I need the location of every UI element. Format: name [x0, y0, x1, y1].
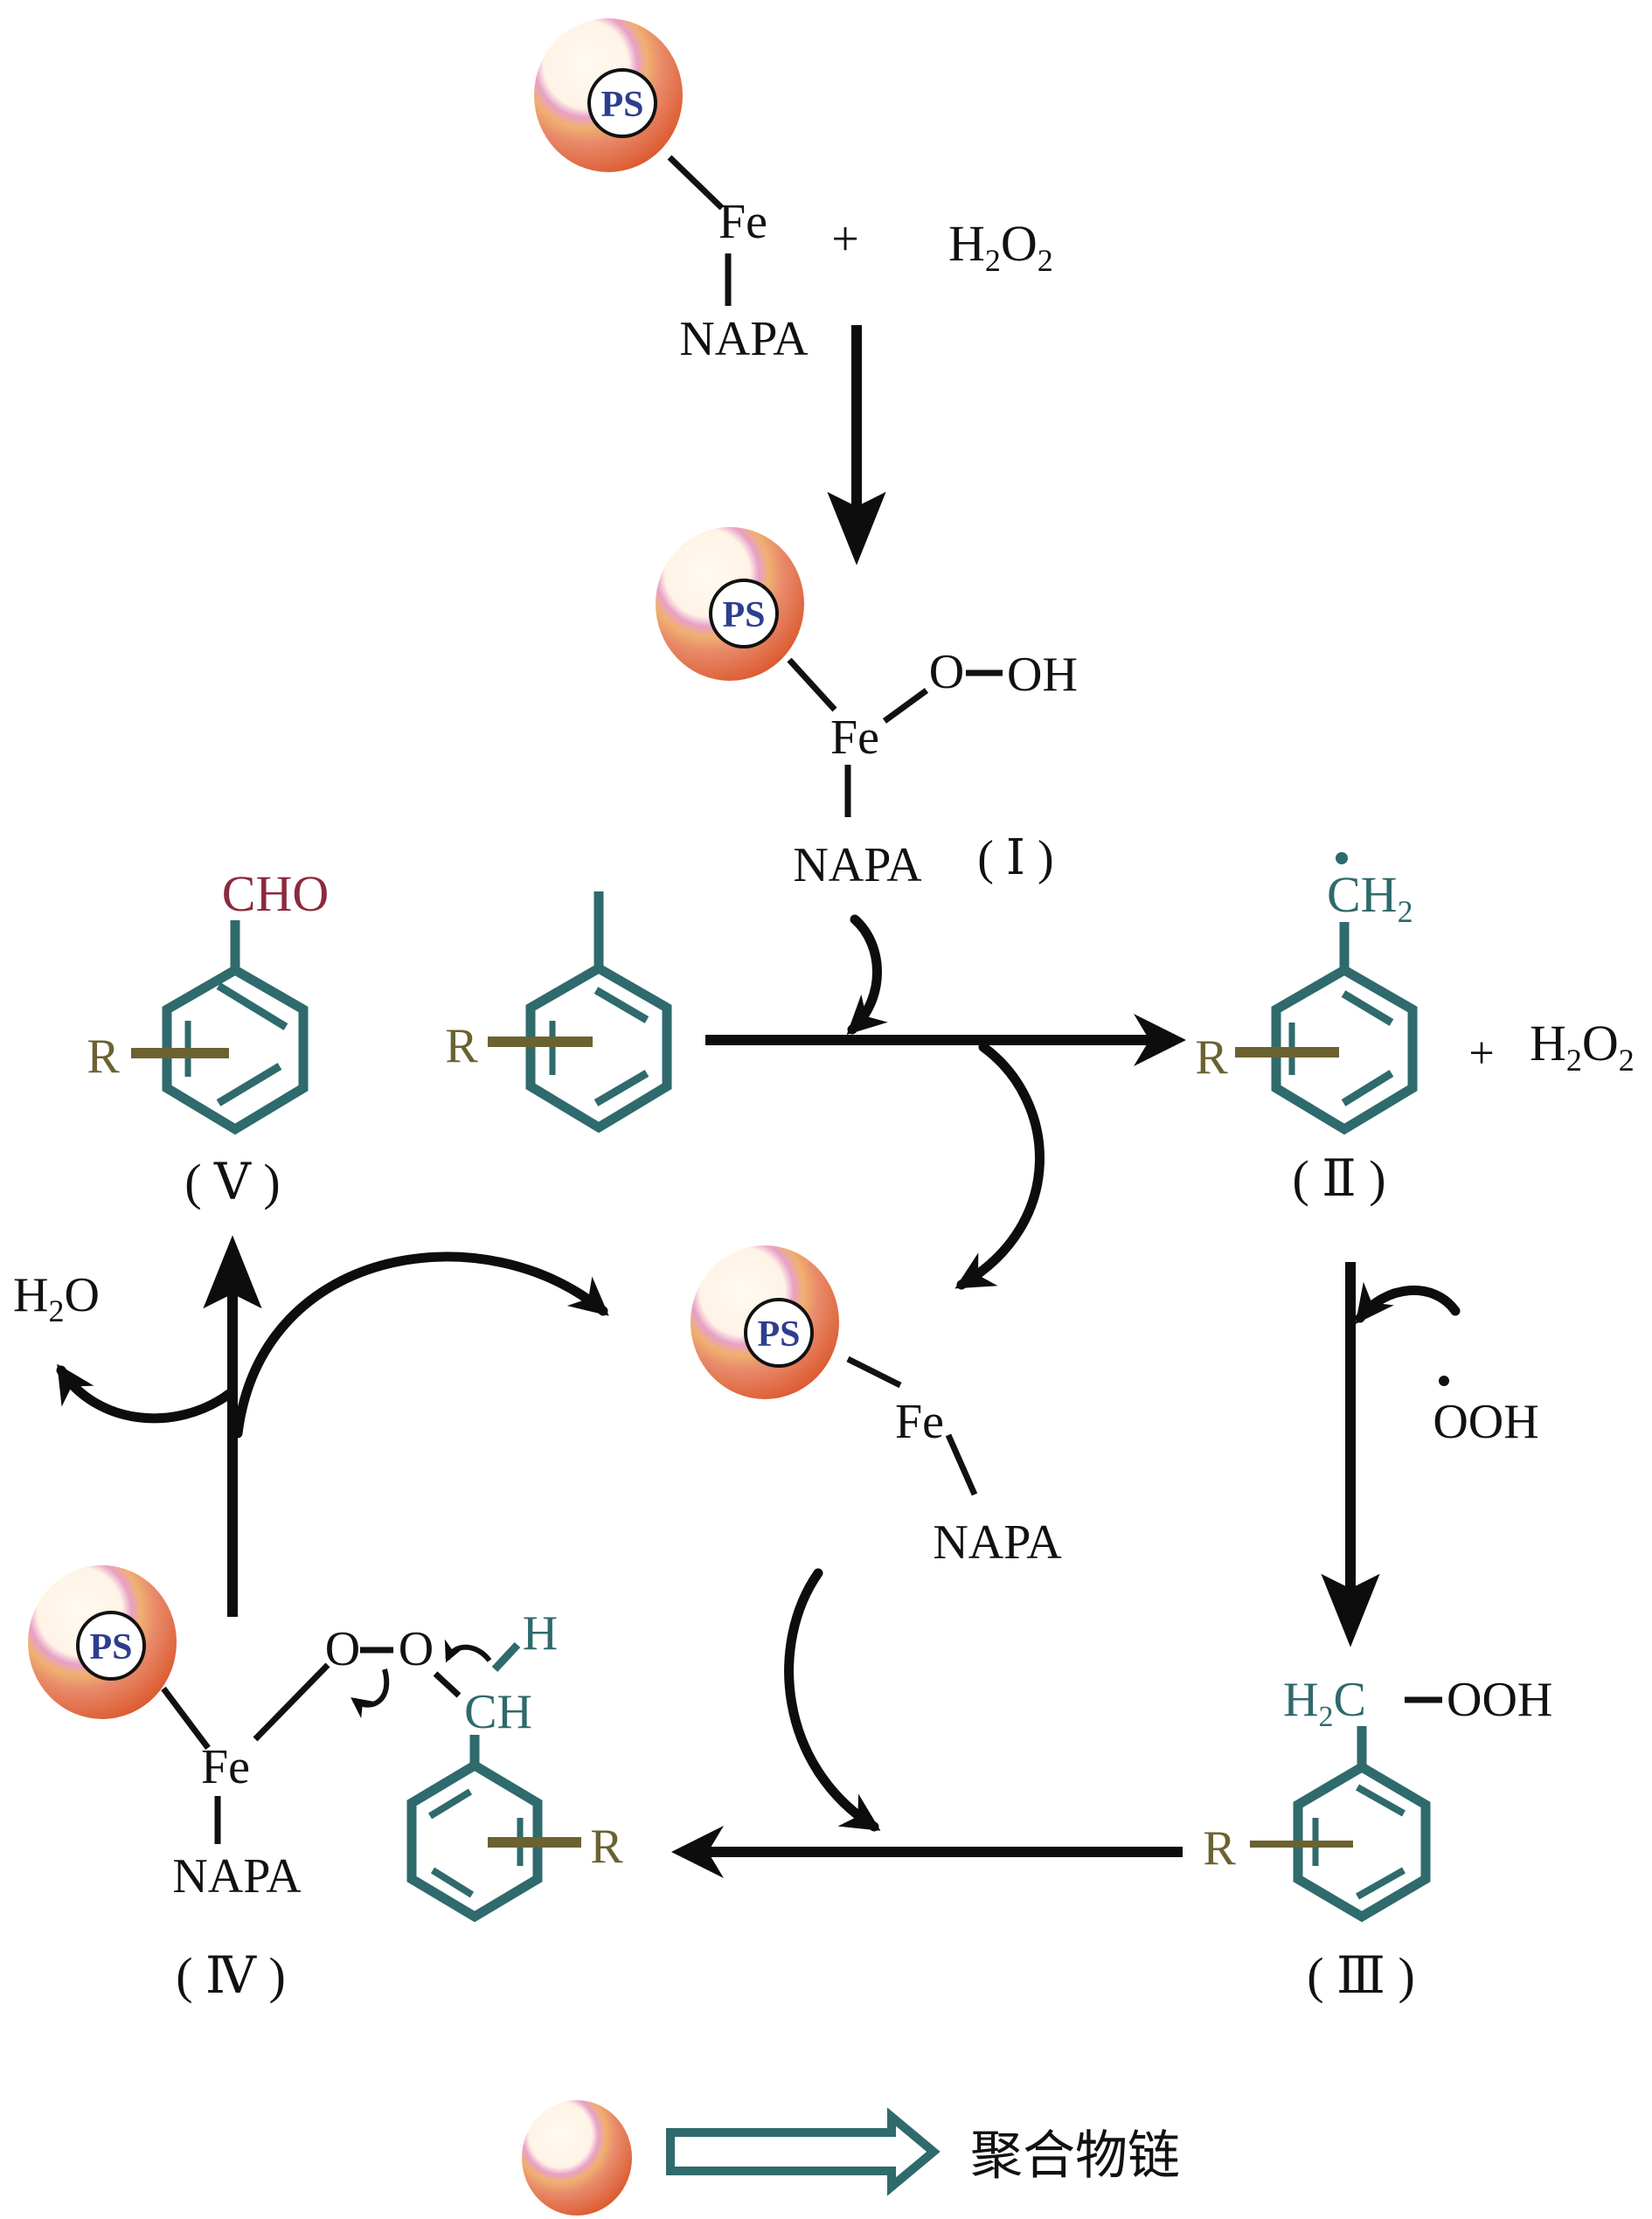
compound-label: ( Ⅳ )	[176, 1947, 286, 2004]
compound-label: ( Ⅲ )	[1307, 1947, 1415, 2004]
intermediate-1: PS Fe O OH NAPA ( Ⅰ )	[656, 527, 1078, 892]
plus-sign: +	[831, 212, 859, 267]
r-label: R	[1195, 1030, 1228, 1085]
ps-label: PS	[757, 1314, 800, 1355]
bond	[253, 1662, 330, 1742]
legend-text: 聚合物链	[970, 2125, 1180, 2187]
o-label: O	[929, 645, 964, 699]
double-bond	[593, 1070, 649, 1106]
napa-label: NAPA	[933, 1515, 1062, 1570]
bond	[787, 657, 837, 712]
ps-badge	[709, 579, 779, 648]
bond	[161, 1686, 211, 1751]
r-label: R	[445, 1019, 478, 1073]
r-label: R	[87, 1030, 120, 1084]
double-bond	[1356, 1867, 1406, 1900]
fe-label: Fe	[895, 1395, 944, 1449]
double-bond	[593, 987, 649, 1023]
h2o-label: H2O	[13, 1268, 100, 1328]
h2o2-reagent: H2O2	[948, 215, 1053, 278]
curved-arrow-radical	[1355, 1281, 1461, 1324]
ps-badge	[587, 68, 657, 138]
ch2-label: CH2	[1327, 866, 1413, 929]
ps-badge	[76, 1611, 146, 1681]
bond	[882, 688, 929, 724]
benzene-ring	[525, 962, 672, 1134]
cho-label: CHO	[222, 865, 329, 922]
curved-arrow-electron	[444, 1639, 492, 1663]
product-5: CHO R ( Ⅴ )	[87, 865, 329, 1210]
oh-label: OH	[1007, 648, 1078, 702]
double-bond	[430, 1867, 475, 1898]
catalyst-start: PS Fe NAPA	[534, 18, 809, 366]
r-label: R	[1203, 1821, 1236, 1876]
ch-label: CH	[464, 1685, 532, 1739]
bond	[846, 1356, 902, 1389]
o1-label: O	[325, 1622, 360, 1676]
double-bond	[216, 1063, 282, 1106]
ooh-radical: OOH	[1433, 1395, 1538, 1449]
legend-sphere	[522, 2100, 632, 2216]
ooh-label: OOH	[1447, 1673, 1552, 1727]
ps-label: PS	[722, 595, 765, 635]
curved-arrow-catalyst-in	[784, 1568, 881, 1832]
double-bond	[1341, 1070, 1394, 1106]
fe-label: Fe	[201, 1740, 250, 1794]
intermediate-4: PS Fe O O H CH R NAPA ( Ⅳ )	[28, 1565, 623, 2004]
curved-arrow-out	[954, 1042, 1045, 1290]
napa-label: NAPA	[172, 1849, 302, 1903]
curved-arrow-water	[56, 1363, 234, 1424]
fe-label: Fe	[830, 711, 879, 765]
bond	[945, 1433, 978, 1496]
legend: 聚合物链	[522, 2100, 1180, 2216]
double-bond	[1356, 1784, 1406, 1817]
curved-arrow-in	[846, 914, 888, 1036]
plus-sign: +	[1468, 1029, 1494, 1078]
r-label: R	[590, 1820, 623, 1874]
compound-label: ( Ⅴ )	[184, 1154, 281, 1210]
intermediate-2: CH2 R + H2O2 ( Ⅱ )	[1195, 852, 1635, 1207]
double-bond	[216, 982, 288, 1030]
legend-arrow-icon	[666, 2107, 941, 2196]
h2c-label: H2C	[1283, 1673, 1366, 1733]
h2o2-product: H2O2	[1530, 1015, 1635, 1078]
ps-label: PS	[89, 1627, 132, 1668]
compound-label: ( Ⅰ )	[977, 831, 1053, 885]
benzene-ring	[162, 964, 309, 1135]
catalyst-center: PS Fe NAPA	[691, 1245, 1062, 1570]
radical-dot	[1336, 852, 1348, 864]
double-bond	[1341, 990, 1394, 1026]
ps-label: PS	[600, 85, 643, 125]
curved-arrow-electron	[351, 1668, 390, 1719]
h-label: H	[523, 1606, 558, 1661]
bond	[667, 155, 725, 211]
o2-label: O	[399, 1622, 434, 1676]
curved-arrow-regenerate	[233, 1252, 609, 1439]
bond	[433, 1671, 462, 1698]
substrate-toluene: R	[445, 891, 672, 1134]
double-bond	[427, 1788, 473, 1820]
intermediate-3: H2C OOH R ( Ⅲ )	[1203, 1673, 1552, 2004]
benzene-ring	[406, 1759, 543, 1923]
benzene-ring	[1271, 964, 1418, 1135]
benzene-ring	[1293, 1761, 1431, 1923]
compound-label: ( Ⅱ )	[1292, 1150, 1385, 1207]
napa-label: NAPA	[679, 312, 809, 366]
bond	[491, 1641, 521, 1673]
ps-badge	[744, 1298, 814, 1368]
napa-label: NAPA	[793, 838, 922, 892]
radical-dot	[1439, 1376, 1449, 1386]
fe-label: Fe	[718, 195, 767, 249]
